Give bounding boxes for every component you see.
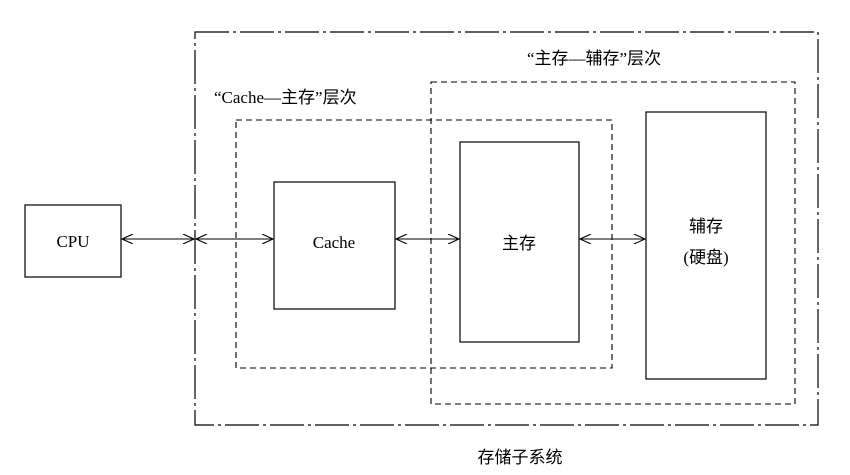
aux-memory-node: 辅存 (硬盘) <box>645 111 767 380</box>
aux-memory-label-line2: (硬盘) <box>683 248 728 267</box>
cpu-node: CPU <box>24 204 122 278</box>
cache-label: Cache <box>313 233 355 252</box>
main-aux-level-label: “主存—辅存”层次 <box>527 49 661 68</box>
cache-main-level-region <box>235 119 613 369</box>
cache-node: Cache <box>273 181 396 310</box>
main-memory-node: 主存 <box>459 141 580 343</box>
storage-subsystem-label: 存储子系统 <box>478 448 563 467</box>
cpu-label: CPU <box>56 232 89 251</box>
cache-main-level-label: “Cache—主存”层次 <box>214 88 357 107</box>
main-memory-label: 主存 <box>502 234 536 253</box>
storage-subsystem-boundary <box>194 31 819 426</box>
aux-memory-label-line1: 辅存 <box>689 217 723 236</box>
